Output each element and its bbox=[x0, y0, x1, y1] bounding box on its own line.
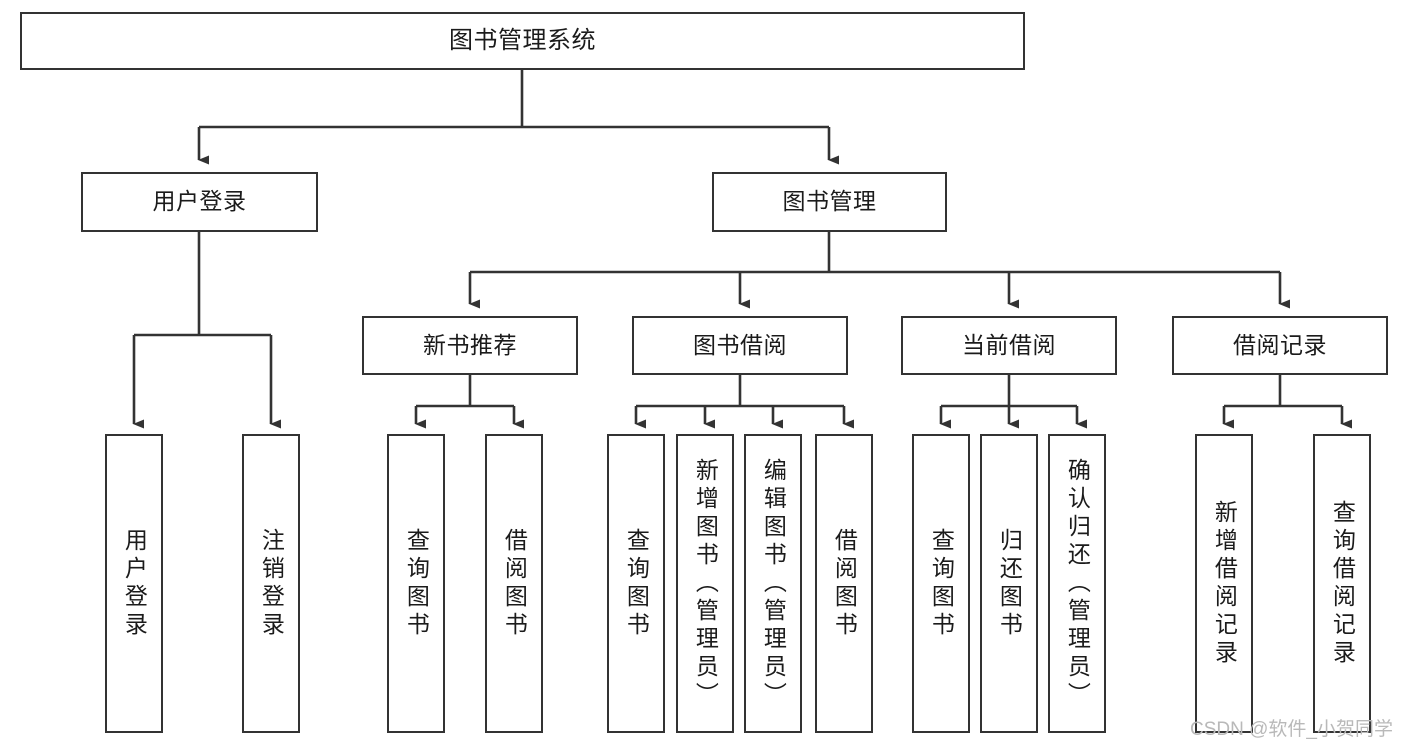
node-new-book-recommend[interactable]: 新书推荐 bbox=[362, 316, 578, 375]
node-label: 确认归还（管理员） bbox=[1064, 457, 1091, 710]
node-leaf-borrow-book-recommend[interactable]: 借阅图书 bbox=[485, 434, 543, 733]
node-label: 查询图书 bbox=[623, 527, 650, 640]
node-leaf-query-book-current[interactable]: 查询图书 bbox=[912, 434, 970, 733]
node-book-management[interactable]: 图书管理 bbox=[712, 172, 947, 232]
node-borrow-record[interactable]: 借阅记录 bbox=[1172, 316, 1388, 375]
node-leaf-query-borrow-record[interactable]: 查询借阅记录 bbox=[1313, 434, 1371, 733]
node-label: 新增图书（管理员） bbox=[692, 457, 719, 710]
node-user-login[interactable]: 用户登录 bbox=[81, 172, 318, 232]
node-label: 编辑图书（管理员） bbox=[760, 457, 787, 710]
node-label: 当前借阅 bbox=[962, 331, 1056, 358]
node-label: 借阅图书 bbox=[501, 527, 528, 640]
node-leaf-confirm-return-admin[interactable]: 确认归还（管理员） bbox=[1048, 434, 1106, 733]
node-root-book-management-system[interactable]: 图书管理系统 bbox=[20, 12, 1025, 70]
node-label: 图书借阅 bbox=[693, 331, 787, 358]
csdn-watermark: CSDN @软件_小贺同学 bbox=[1190, 719, 1393, 740]
node-label: 新书推荐 bbox=[423, 331, 517, 358]
node-leaf-borrow-book-borrow[interactable]: 借阅图书 bbox=[815, 434, 873, 733]
node-label: 用户登录 bbox=[152, 188, 247, 215]
node-label: 查询图书 bbox=[928, 527, 955, 640]
node-label: 图书管理系统 bbox=[449, 26, 596, 54]
node-leaf-add-borrow-record[interactable]: 新增借阅记录 bbox=[1195, 434, 1253, 733]
node-leaf-add-book-admin[interactable]: 新增图书（管理员） bbox=[676, 434, 734, 733]
node-leaf-edit-book-admin[interactable]: 编辑图书（管理员） bbox=[744, 434, 802, 733]
node-label: 查询图书 bbox=[403, 527, 430, 640]
node-label: 查询借阅记录 bbox=[1329, 499, 1356, 668]
node-label: 借阅记录 bbox=[1233, 331, 1327, 358]
node-leaf-query-book-borrow[interactable]: 查询图书 bbox=[607, 434, 665, 733]
node-label: 借阅图书 bbox=[831, 527, 858, 640]
node-label: 新增借阅记录 bbox=[1211, 499, 1238, 668]
node-leaf-user-login[interactable]: 用户登录 bbox=[105, 434, 163, 733]
node-label: 归还图书 bbox=[996, 527, 1023, 640]
node-label: 用户登录 bbox=[121, 527, 148, 640]
node-leaf-query-book-recommend[interactable]: 查询图书 bbox=[387, 434, 445, 733]
node-leaf-return-book[interactable]: 归还图书 bbox=[980, 434, 1038, 733]
node-label: 图书管理 bbox=[782, 188, 877, 215]
node-label: 注销登录 bbox=[258, 527, 285, 640]
node-leaf-user-logout[interactable]: 注销登录 bbox=[242, 434, 300, 733]
node-current-borrow[interactable]: 当前借阅 bbox=[901, 316, 1117, 375]
node-book-borrow[interactable]: 图书借阅 bbox=[632, 316, 848, 375]
